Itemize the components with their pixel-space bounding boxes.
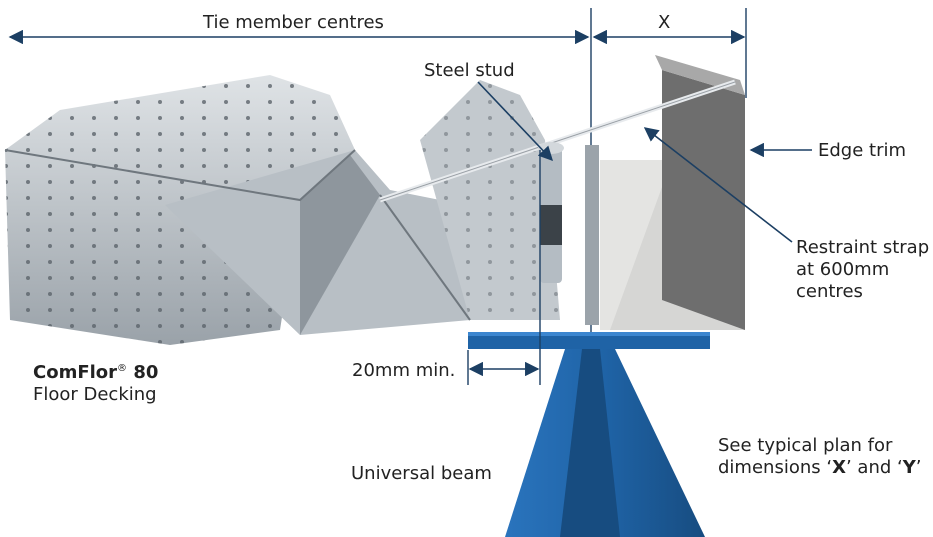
see-plan-text-a: dimensions ‘ — [718, 457, 833, 478]
comflor-number: 80 — [127, 362, 159, 383]
universal-beam — [505, 349, 705, 537]
restraint-strap-label: Restraint strap at 600mm centres — [796, 237, 929, 303]
comflor-registered-mark: ® — [117, 363, 128, 374]
see-plan-y: Y — [902, 457, 916, 478]
20mm-min-label: 20mm min. — [352, 360, 456, 381]
steel-stud-label: Steel stud — [424, 60, 515, 81]
comflor-label: ComFlor® 80 Floor Decking — [33, 358, 158, 406]
restraint-strap-line-3: centres — [796, 281, 863, 302]
20mm-min-dimension — [467, 150, 541, 385]
edge-trim-label: Edge trim — [818, 140, 907, 161]
see-plan-text-c: ’ — [915, 457, 922, 478]
comflor-title: ComFlor® 80 — [33, 358, 158, 384]
see-plan-note: See typical plan for dimensions ‘X’ and … — [718, 435, 922, 479]
see-plan-x: X — [832, 457, 846, 478]
restraint-strap — [379, 79, 736, 203]
floor-decking-label: Floor Decking — [33, 384, 157, 405]
comflor-name: ComFlor — [33, 362, 118, 383]
tie-member-centres-label: Tie member centres — [203, 12, 384, 33]
leader-lines — [477, 81, 812, 243]
x-dimension — [592, 8, 747, 98]
universal-beam-label: Universal beam — [351, 463, 492, 484]
see-plan-line-2: dimensions ‘X’ and ‘Y’ — [718, 457, 922, 479]
restraint-strap-line-2: at 600mm — [796, 259, 890, 280]
floor-decking — [4, 75, 560, 345]
beam-flange — [468, 332, 710, 349]
see-plan-text-b: ’ and ‘ — [845, 457, 903, 478]
steel-stud — [538, 142, 599, 325]
x-dimension-label: X — [658, 12, 671, 33]
see-plan-line-1: See typical plan for — [718, 435, 893, 456]
restraint-strap-line-1: Restraint strap — [796, 237, 930, 258]
